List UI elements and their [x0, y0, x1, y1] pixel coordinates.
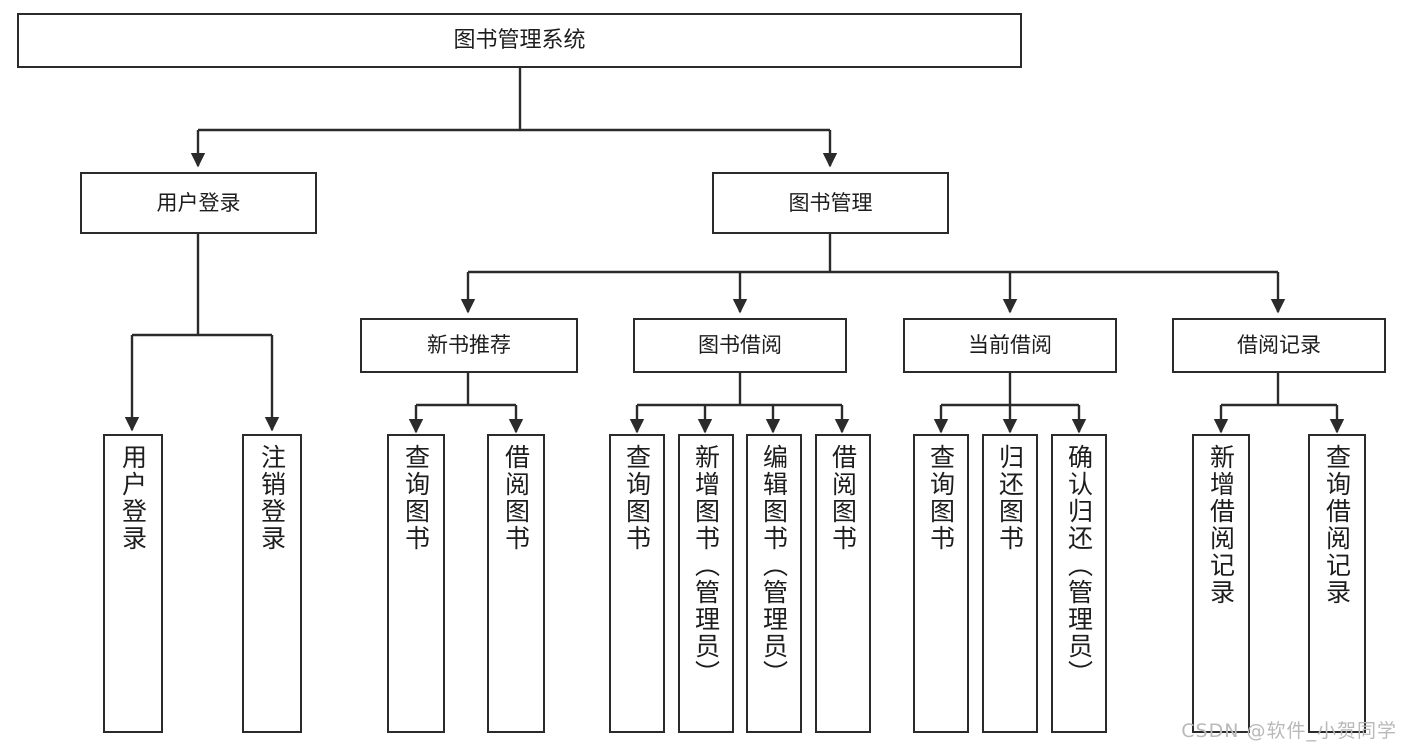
- node-label: 查询图书: [926, 444, 956, 552]
- leaf-user-login-login[interactable]: 用户登录: [103, 434, 163, 733]
- node-label: 新增图书（管理员）: [691, 444, 721, 687]
- node-label: 用户登录: [118, 444, 148, 552]
- leaf-current-confirm-return-admin[interactable]: 确认归还（管理员）: [1051, 434, 1107, 733]
- node-label: 借阅图书: [501, 444, 531, 552]
- leaf-current-return-book[interactable]: 归还图书: [982, 434, 1038, 733]
- leaf-borrow-query-book[interactable]: 查询图书: [609, 434, 665, 733]
- node-label: 查询图书: [401, 444, 431, 552]
- node-label: 注销登录: [257, 444, 287, 552]
- leaf-record-add-borrow-record[interactable]: 新增借阅记录: [1192, 434, 1250, 733]
- node-label: 编辑图书（管理员）: [759, 444, 789, 687]
- leaf-current-query-book[interactable]: 查询图书: [913, 434, 969, 733]
- node-current-borrow[interactable]: 当前借阅: [903, 318, 1117, 373]
- node-label: 查询图书: [622, 444, 652, 552]
- node-label: 归还图书: [995, 444, 1025, 552]
- node-label: 借阅图书: [828, 444, 858, 552]
- node-user-login[interactable]: 用户登录: [80, 172, 317, 234]
- leaf-record-query-borrow-record[interactable]: 查询借阅记录: [1308, 434, 1366, 733]
- node-label: 借阅记录: [1237, 333, 1321, 358]
- watermark: CSDN @软件_小贺同学: [1181, 720, 1397, 742]
- leaf-recommend-query-book[interactable]: 查询图书: [387, 434, 445, 733]
- node-label: 用户登录: [156, 190, 241, 215]
- leaf-recommend-borrow-book[interactable]: 借阅图书: [487, 434, 545, 733]
- leaf-borrow-edit-book-admin[interactable]: 编辑图书（管理员）: [746, 434, 802, 733]
- node-label: 确认归还（管理员）: [1064, 444, 1094, 687]
- node-label: 图书管理: [788, 190, 873, 215]
- node-root-book-management-system[interactable]: 图书管理系统: [17, 13, 1022, 68]
- node-new-book-recommend[interactable]: 新书推荐: [360, 318, 578, 373]
- leaf-borrow-add-book-admin[interactable]: 新增图书（管理员）: [678, 434, 734, 733]
- node-book-borrow[interactable]: 图书借阅: [633, 318, 847, 373]
- leaf-user-login-logout[interactable]: 注销登录: [242, 434, 302, 733]
- node-borrow-record[interactable]: 借阅记录: [1172, 318, 1386, 373]
- node-label: 图书管理系统: [453, 27, 586, 53]
- node-label: 新书推荐: [427, 333, 511, 358]
- leaf-borrow-borrow-book[interactable]: 借阅图书: [815, 434, 871, 733]
- node-book-management[interactable]: 图书管理: [712, 172, 949, 234]
- node-label: 查询借阅记录: [1322, 444, 1352, 606]
- node-label: 新增借阅记录: [1206, 444, 1236, 606]
- node-label: 当前借阅: [968, 333, 1052, 358]
- node-label: 图书借阅: [698, 333, 782, 358]
